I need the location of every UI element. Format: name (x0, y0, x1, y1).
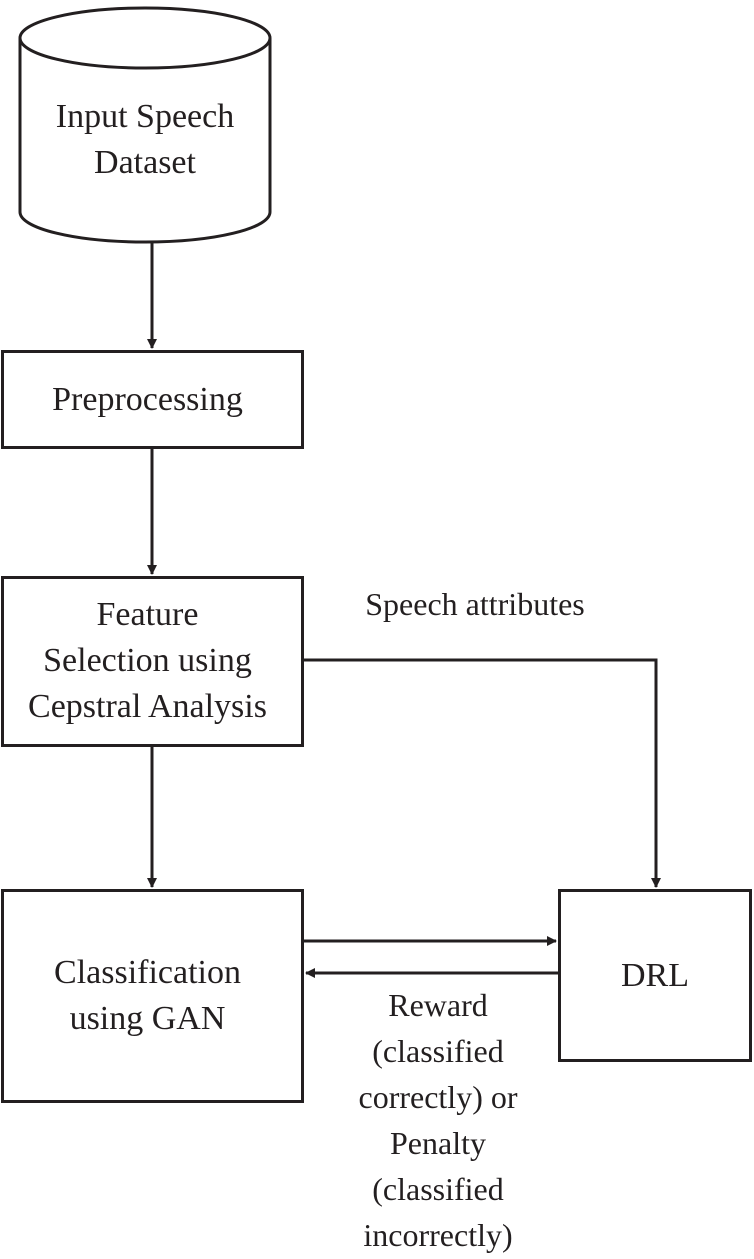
classification-box (1, 889, 304, 1103)
classification-label: Classification using GAN (1, 950, 294, 1042)
feedback-line-1: Reward (388, 987, 488, 1023)
feature-label-line-1: Feature (96, 596, 199, 633)
feedback-line-2: (classified (372, 1033, 504, 1069)
feedback-line-6: incorrectly) (363, 1217, 513, 1253)
classification-label-line-1: Classification (54, 954, 241, 991)
preprocessing-box (1, 350, 304, 449)
speech-attributes-label: Speech attributes (340, 581, 610, 627)
dataset-cylinder (18, 6, 272, 244)
feature-label-line-2: Selection using (43, 642, 252, 679)
feedback-line-5: (classified (372, 1171, 504, 1207)
feature-label-line-3: Cepstral Analysis (28, 688, 267, 725)
dataset-label: Input Speech Dataset (20, 94, 270, 186)
feedback-line-3: correctly) or (358, 1079, 518, 1115)
drl-box (558, 889, 752, 1062)
feature-selection-box (1, 576, 304, 747)
feature-selection-label: Feature Selection using Cepstral Analysi… (1, 592, 294, 730)
feedback-label: Reward (classified correctly) or Penalty… (318, 982, 558, 1258)
dataset-label-line-1: Input Speech (55, 98, 235, 135)
drl-label: DRL (558, 953, 752, 999)
preprocessing-label: Preprocessing (1, 377, 294, 423)
drl-label-line-1: DRL (621, 957, 689, 994)
preprocessing-label-line-1: Preprocessing (52, 381, 243, 418)
classification-label-line-2: using GAN (69, 1000, 226, 1037)
speech-attributes-text: Speech attributes (365, 586, 585, 622)
arrow-feature-to-drl (303, 658, 661, 888)
feedback-line-4: Penalty (390, 1125, 486, 1161)
dataset-label-line-2: Dataset (94, 144, 196, 181)
